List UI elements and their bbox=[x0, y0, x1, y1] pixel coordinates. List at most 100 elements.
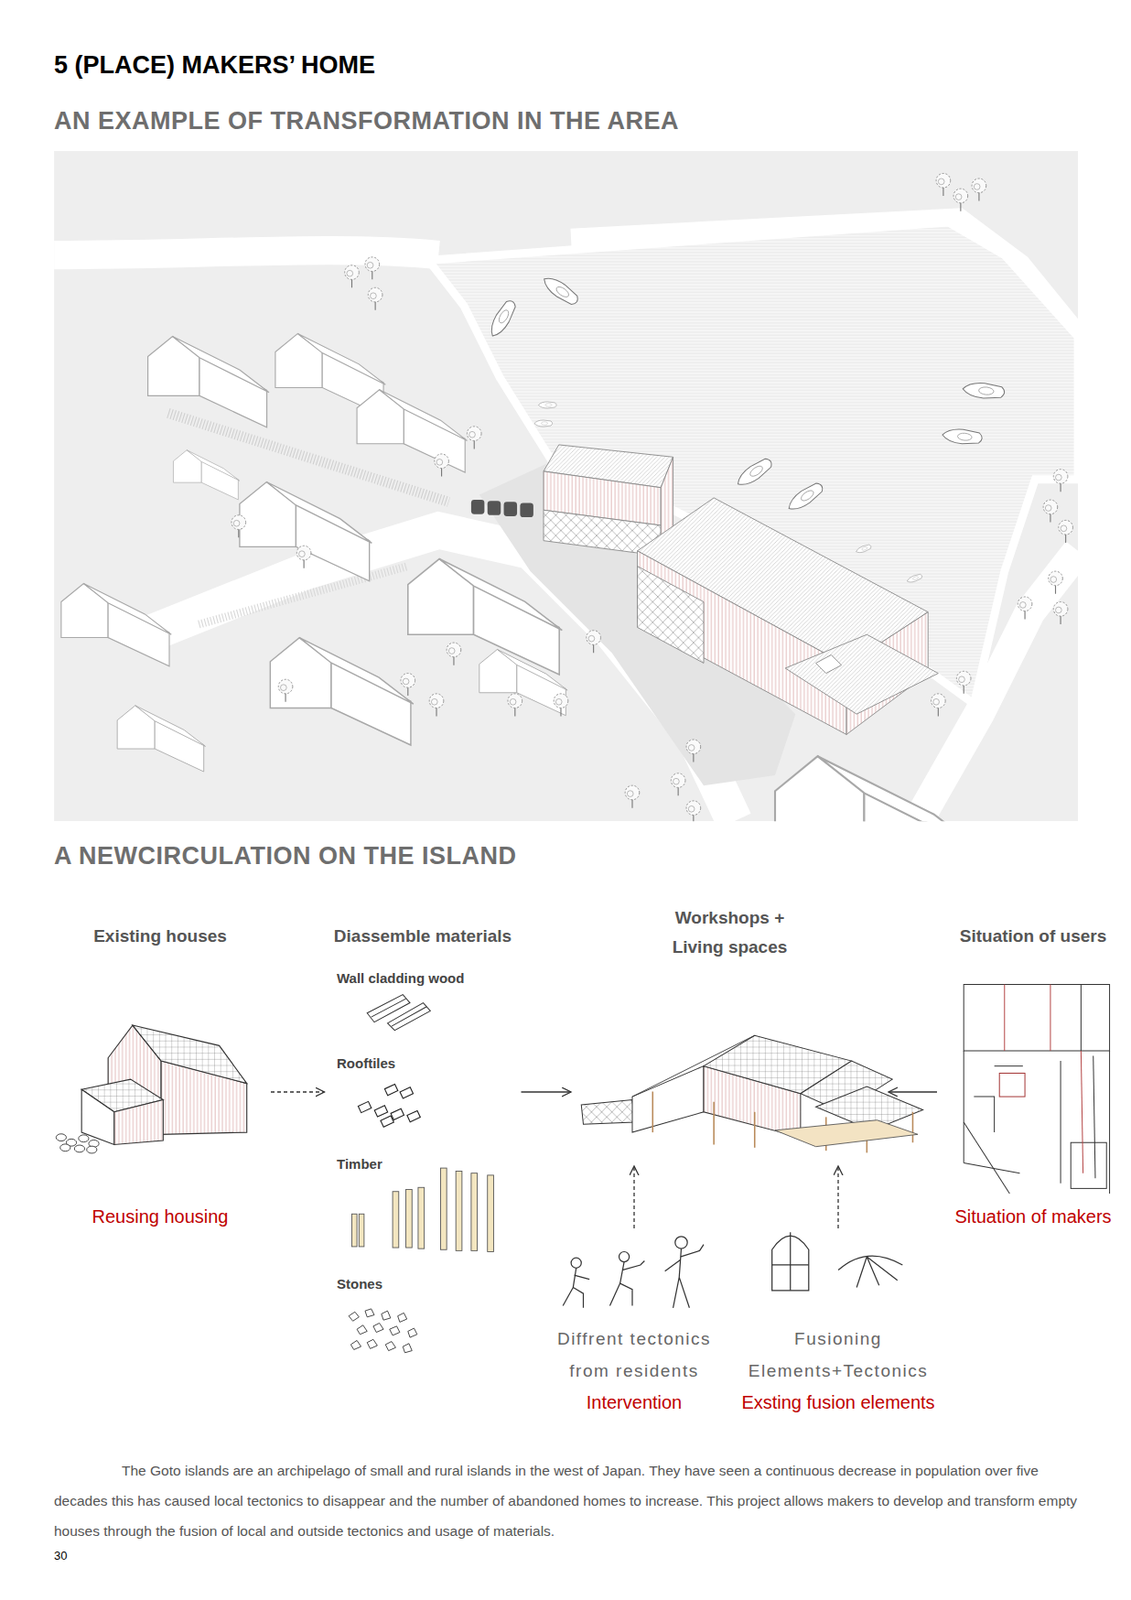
aerial-view-part bbox=[429, 693, 444, 717]
workshop-house-sketch-part-part bbox=[912, 1111, 915, 1142]
text-slot: Timber bbox=[336, 1155, 383, 1172]
stone-icons-part bbox=[398, 1312, 408, 1322]
aerial-view-part bbox=[486, 297, 519, 339]
aerial-view-part bbox=[53, 150, 1078, 821]
aerial-view-part bbox=[198, 566, 408, 625]
aerial-view-part bbox=[172, 450, 239, 500]
rooftile-icons-part bbox=[407, 1109, 421, 1121]
cladding-icon-part bbox=[387, 1002, 431, 1031]
node-text: Existing houses bbox=[93, 926, 227, 947]
aerial-view-part bbox=[936, 172, 951, 196]
aerial-view-part bbox=[1043, 499, 1058, 523]
fusion-elements-sketch-part bbox=[856, 1256, 898, 1287]
rooftile-icons-part bbox=[380, 1115, 394, 1127]
page-number: 30 bbox=[53, 1548, 67, 1562]
aerial-view-part bbox=[956, 670, 971, 694]
maker-room-sketch-part bbox=[1049, 983, 1051, 1050]
cladding-icon-part bbox=[371, 998, 407, 1017]
node-text: Diassemble materials bbox=[333, 926, 512, 947]
node-text: Exsting fusion elements bbox=[741, 1391, 935, 1413]
timber-icons-part bbox=[392, 1191, 399, 1248]
text-slot: 5 (PLACE) MAKERS’ HOME bbox=[53, 51, 376, 80]
aerial-view-part bbox=[296, 545, 312, 569]
flow-arrow bbox=[521, 1090, 572, 1092]
stone-icons-part bbox=[373, 1323, 384, 1333]
aerial-view-part bbox=[1017, 596, 1033, 620]
diagram-group: Fusioning Elements+TectonicsExsting fusi… bbox=[733, 1233, 943, 1417]
illustration-layer-part bbox=[53, 150, 1110, 1353]
existing-house-sketch-part-part bbox=[86, 1145, 97, 1153]
aerial-view-part bbox=[539, 272, 582, 308]
node-text: Fusioning Elements+Tectonics bbox=[742, 1322, 935, 1387]
aerial-view-part bbox=[586, 630, 602, 654]
aerial-view-part bbox=[538, 401, 557, 409]
stone-icons-part bbox=[389, 1325, 400, 1336]
text-slot: Stones bbox=[336, 1275, 383, 1292]
maker-room-sketch-part bbox=[1003, 983, 1005, 1050]
text-slot: 30 bbox=[53, 1548, 67, 1562]
aerial-view-part bbox=[905, 572, 923, 584]
aerial-view-part bbox=[624, 785, 640, 808]
cladding-icon bbox=[366, 994, 431, 1031]
material-label: Stones bbox=[336, 1275, 383, 1292]
workshop-house-sketch-part bbox=[581, 1098, 635, 1124]
timber-icons-part bbox=[358, 1213, 365, 1247]
cladding-icon-part bbox=[391, 1006, 427, 1026]
aerial-view-part bbox=[816, 655, 842, 674]
aerial-view-part bbox=[507, 693, 523, 717]
stone-icons bbox=[348, 1308, 418, 1353]
worker-figures-part bbox=[665, 1244, 704, 1308]
text-slot: Wall cladding wood bbox=[336, 969, 464, 986]
existing-house-sketch-part-part bbox=[74, 1144, 85, 1153]
existing-house-sketch bbox=[55, 1024, 247, 1153]
maker-room-sketch-part bbox=[973, 1096, 994, 1132]
existing-house-sketch-part bbox=[132, 1024, 248, 1084]
diagram-group: Existing housesReusing housing bbox=[54, 924, 266, 1231]
aerial-view-part bbox=[941, 427, 983, 445]
aerial-view-part bbox=[855, 543, 873, 555]
stone-icons-part bbox=[402, 1343, 412, 1353]
existing-house-sketch-part bbox=[114, 1098, 163, 1144]
workshop-house-sketch-part bbox=[775, 1120, 918, 1147]
aerial-view-part bbox=[367, 287, 383, 311]
maker-room-sketch-part bbox=[1109, 1050, 1110, 1194]
diagram-group: Situation of usersSituation of makers bbox=[942, 924, 1124, 1231]
node-text: Situation of users bbox=[959, 926, 1107, 947]
stone-icons-part bbox=[365, 1308, 375, 1317]
aerial-view-part bbox=[356, 389, 467, 473]
material-label: Wall cladding wood bbox=[336, 969, 464, 986]
rooftile-icons-part bbox=[399, 1087, 413, 1099]
aerial-view-part bbox=[239, 481, 372, 581]
maker-room-sketch-part bbox=[1093, 1055, 1096, 1179]
timber-icons-part bbox=[406, 1189, 413, 1249]
maker-room-sketch-part bbox=[963, 1050, 965, 1164]
aerial-view-part bbox=[487, 500, 501, 516]
text-slot: The Goto islands are an archipelago of s… bbox=[53, 1454, 1078, 1546]
workshop-house-sketch-part bbox=[632, 1034, 755, 1097]
existing-house-sketch-part-part bbox=[55, 1133, 66, 1142]
material-label: Rooftiles bbox=[336, 1055, 396, 1071]
existing-house-sketch-part-part bbox=[60, 1143, 71, 1152]
worker-figures-part bbox=[570, 1257, 582, 1268]
maker-room-sketch-part bbox=[1070, 1141, 1107, 1188]
aerial-view-part bbox=[365, 257, 380, 281]
existing-house-sketch-part bbox=[55, 1133, 99, 1153]
aerial-view-part bbox=[148, 335, 270, 427]
timber-icons-part bbox=[471, 1173, 478, 1251]
page-title: 5 (PLACE) MAKERS’ HOME bbox=[53, 51, 376, 80]
workshop-house-sketch-part-part bbox=[754, 1111, 756, 1148]
workshop-house-sketch-part-part bbox=[712, 1101, 715, 1145]
aerial-view-part bbox=[1053, 602, 1068, 625]
caption: The Goto islands are an archipelago of s… bbox=[53, 1454, 1078, 1546]
node-text: Reusing housing bbox=[92, 1206, 229, 1228]
maker-room-sketch bbox=[963, 983, 1110, 1193]
aerial-view-part bbox=[931, 693, 947, 717]
stone-icons-part bbox=[385, 1341, 396, 1351]
worker-figures-part bbox=[619, 1250, 630, 1261]
diagram-group: Workshops + Living spaces bbox=[576, 901, 884, 1161]
aerial-view-part bbox=[1048, 570, 1064, 594]
aerial-view-part bbox=[686, 739, 701, 763]
worker-figures-part bbox=[609, 1260, 645, 1306]
workshop-house-sketch-part-part bbox=[651, 1091, 654, 1133]
aerial-view-part bbox=[117, 705, 205, 772]
